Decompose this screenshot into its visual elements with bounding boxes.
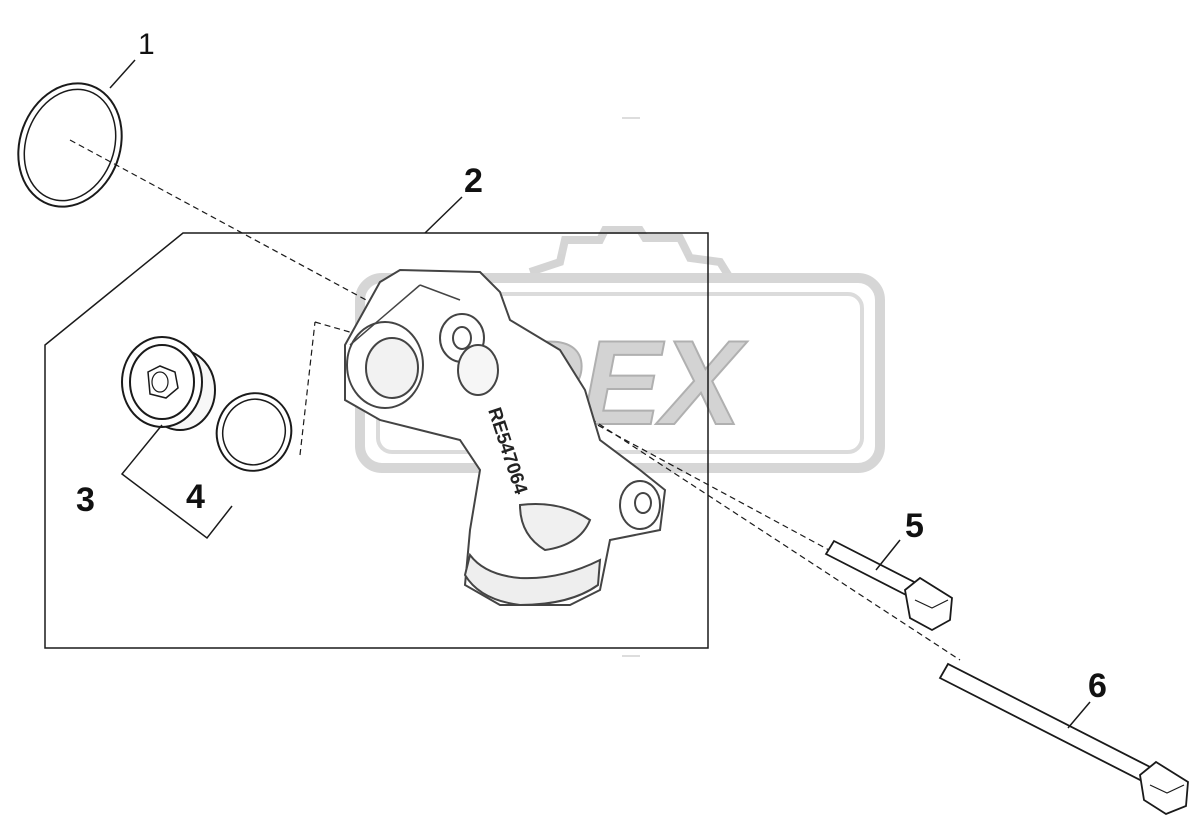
part-6-bolt <box>938 662 1189 816</box>
part-1-o-ring <box>17 82 123 208</box>
callouts: 1 2 3 4 5 6 <box>76 28 1107 705</box>
watermark-gear-top <box>528 226 734 281</box>
callout-5: 5 <box>905 507 924 545</box>
part-4-o-ring <box>215 392 293 472</box>
part-5-bolt <box>824 539 953 632</box>
callout-2: 2 <box>464 162 483 200</box>
part-3-plug <box>121 336 216 431</box>
part-2-elbow-housing <box>344 268 667 607</box>
callout-1: 1 <box>138 28 155 61</box>
assembly-frame <box>44 232 709 649</box>
callout-4: 4 <box>186 478 205 516</box>
callout-3: 3 <box>76 481 95 519</box>
leader-lines <box>109 59 1091 729</box>
callout-6: 6 <box>1088 667 1107 705</box>
